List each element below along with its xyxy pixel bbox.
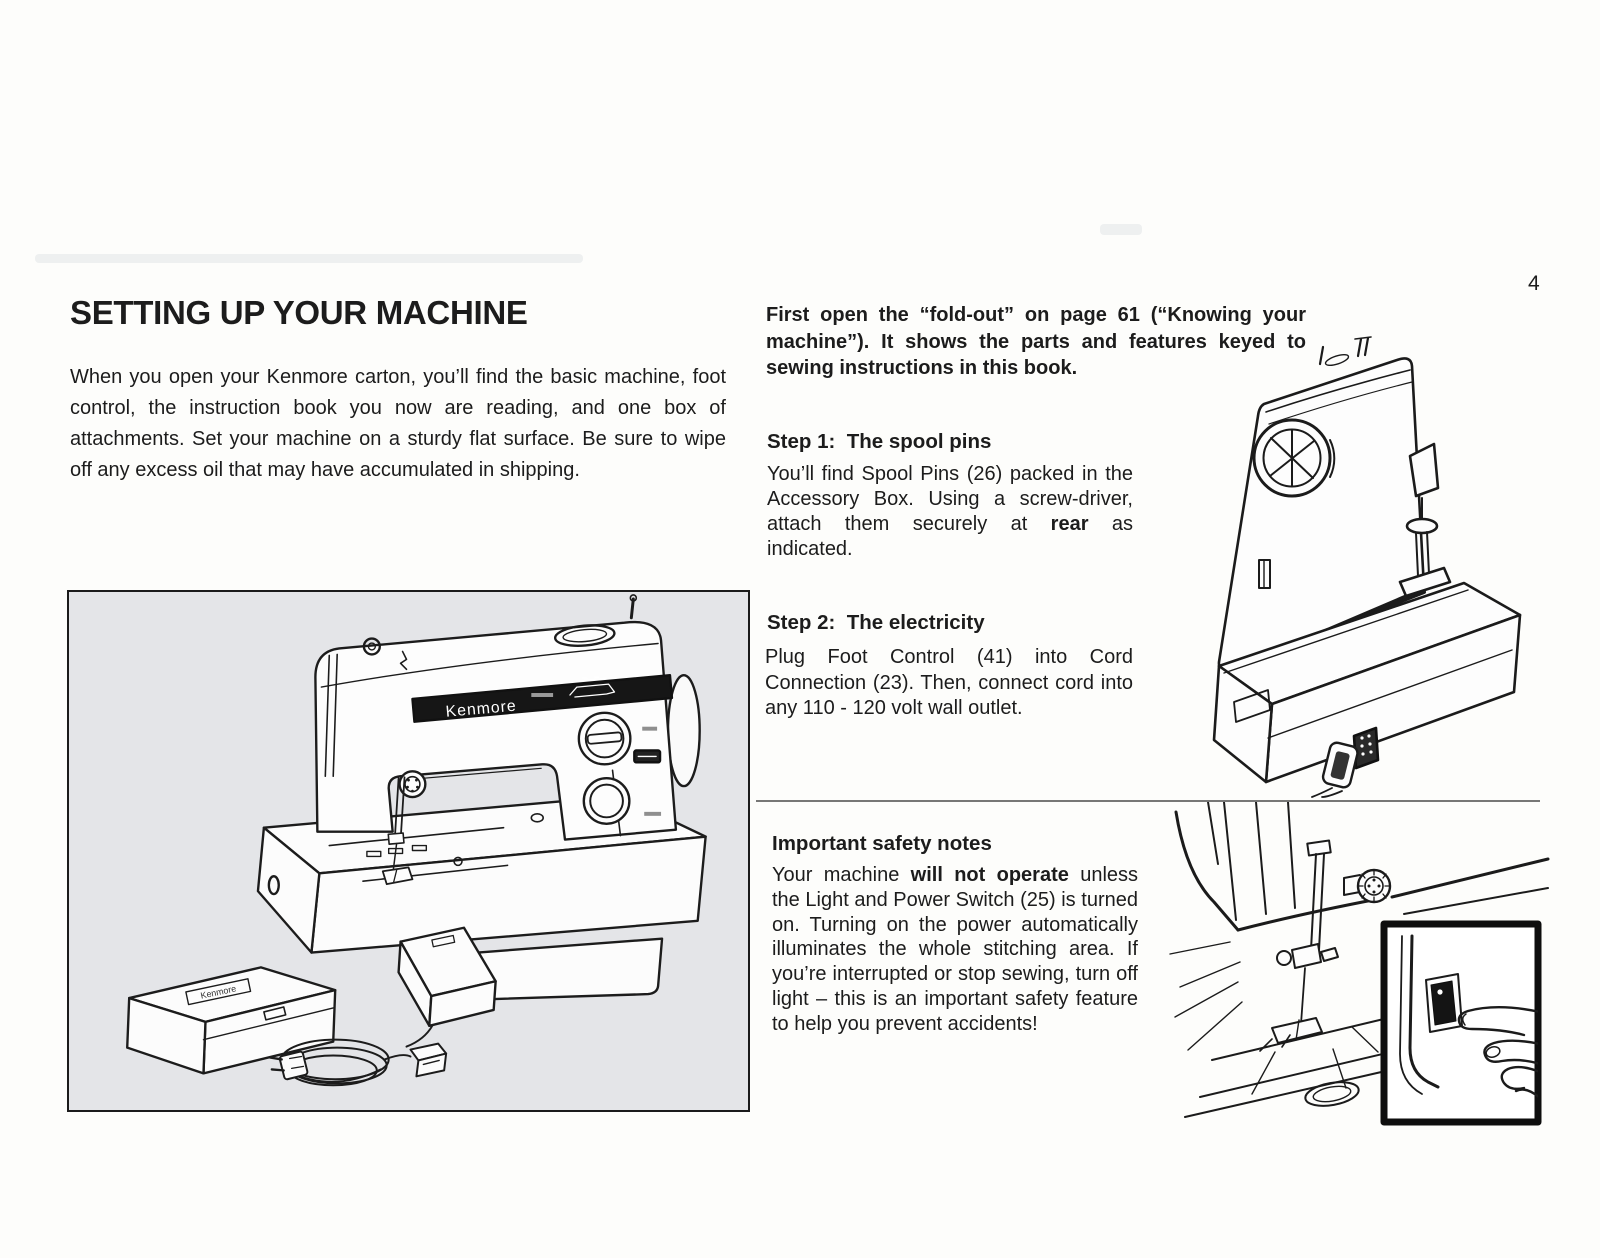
safety-heading: Important safety notes xyxy=(772,832,992,855)
light-rays xyxy=(1169,941,1379,1095)
tension-knob xyxy=(398,770,427,799)
stitching-light-figure xyxy=(1169,802,1550,1126)
step1-bold-text: rear xyxy=(1050,513,1089,535)
power-switch-inset xyxy=(1380,920,1542,1126)
safety-bold-text: will not operate xyxy=(910,864,1069,886)
wall-plug-connector xyxy=(409,1042,448,1078)
step1-text-end: as indicated. xyxy=(767,513,1133,560)
foot-control xyxy=(397,926,497,1048)
machine-rear-view-figure xyxy=(1212,336,1522,798)
accessory-box: Kenmore xyxy=(126,966,337,1075)
power-cord-lines xyxy=(1311,787,1343,798)
scan-artifact xyxy=(1100,224,1142,235)
section-divider xyxy=(756,800,1540,802)
handwheel-edge xyxy=(666,674,701,788)
power-cord xyxy=(268,1038,448,1087)
rear-needle-assembly xyxy=(1398,442,1452,598)
step1-text: You’ll find Spool Pins (26) packed in th… xyxy=(767,463,1133,535)
machine-body xyxy=(314,594,678,841)
safety-text: Your machine xyxy=(772,864,911,886)
lead-paragraph: First open the “fold-out” on page 61 (“K… xyxy=(766,304,1306,379)
hand-pressing-switch xyxy=(1457,1006,1538,1098)
brand-band: Kenmore xyxy=(411,674,674,723)
needle-bar-closeup xyxy=(1259,839,1339,1052)
needle-clamp-knob xyxy=(1343,868,1392,904)
rear-base xyxy=(1212,581,1522,784)
stitch-dials xyxy=(577,711,662,825)
step2-text: Plug Foot Control (41) into Cord Connect… xyxy=(765,646,1133,719)
cord-connection xyxy=(1311,726,1380,798)
needle-area xyxy=(381,770,427,886)
page-title: SETTING UP YOUR MACHINE xyxy=(70,294,528,331)
step1-body: You’ll find Spool Pins (26) packed in th… xyxy=(767,462,1133,562)
page-number: 4 xyxy=(1528,272,1540,295)
scan-artifact xyxy=(35,254,583,263)
step1-heading: Step 1: The spool pins xyxy=(767,430,992,453)
step2-heading: Step 2: The electricity xyxy=(767,611,985,634)
intro-paragraph: When you open your Kenmore carton, you’l… xyxy=(70,366,726,481)
unpacking-figure-box: Kenmore xyxy=(67,590,750,1112)
brand-label: Kenmore xyxy=(445,698,517,721)
safety-body: Your machine will not operate unless the… xyxy=(772,863,1138,1037)
power-switch xyxy=(1425,973,1463,1033)
machine-corner-edge xyxy=(1408,934,1440,1089)
spool-pins xyxy=(1318,336,1372,367)
safety-text-end: unless the Light and Power Switch (25) i… xyxy=(772,864,1139,1035)
two-prong-plug xyxy=(268,1050,309,1081)
handwheel xyxy=(1252,418,1336,498)
machine-head-closeup xyxy=(1174,802,1550,932)
step2-body: Plug Foot Control (41) into Cord Connect… xyxy=(765,645,1133,722)
bobbin-winder xyxy=(362,637,381,656)
sewing-machine-front-figure: Kenmore xyxy=(126,594,707,1087)
